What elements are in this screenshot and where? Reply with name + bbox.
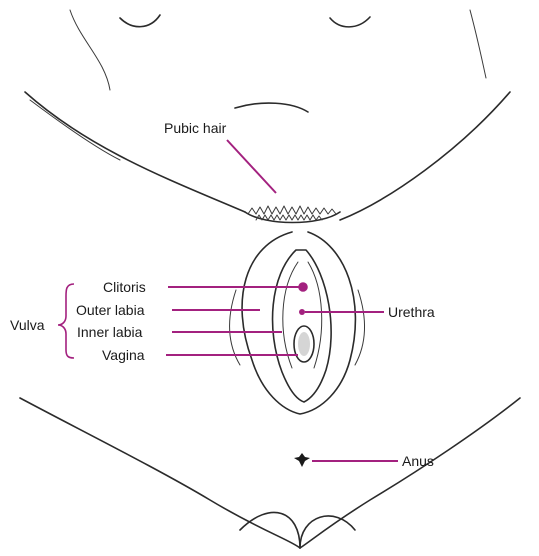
urethra-marker (299, 309, 305, 315)
label-urethra: Urethra (388, 304, 435, 320)
label-inner-labia: Inner labia (77, 324, 143, 340)
label-clitoris: Clitoris (103, 279, 146, 295)
pubic-hair-leader (227, 140, 276, 193)
label-vulva: Vulva (10, 317, 45, 333)
vulva-brace (58, 284, 74, 358)
anus-marker (294, 453, 310, 467)
label-pubic-hair: Pubic hair (164, 120, 227, 136)
label-anus: Anus (402, 453, 434, 469)
label-outer-labia: Outer labia (76, 302, 145, 318)
body-sketch (20, 10, 520, 548)
clitoris-marker (299, 283, 307, 291)
label-vagina: Vagina (102, 347, 145, 363)
